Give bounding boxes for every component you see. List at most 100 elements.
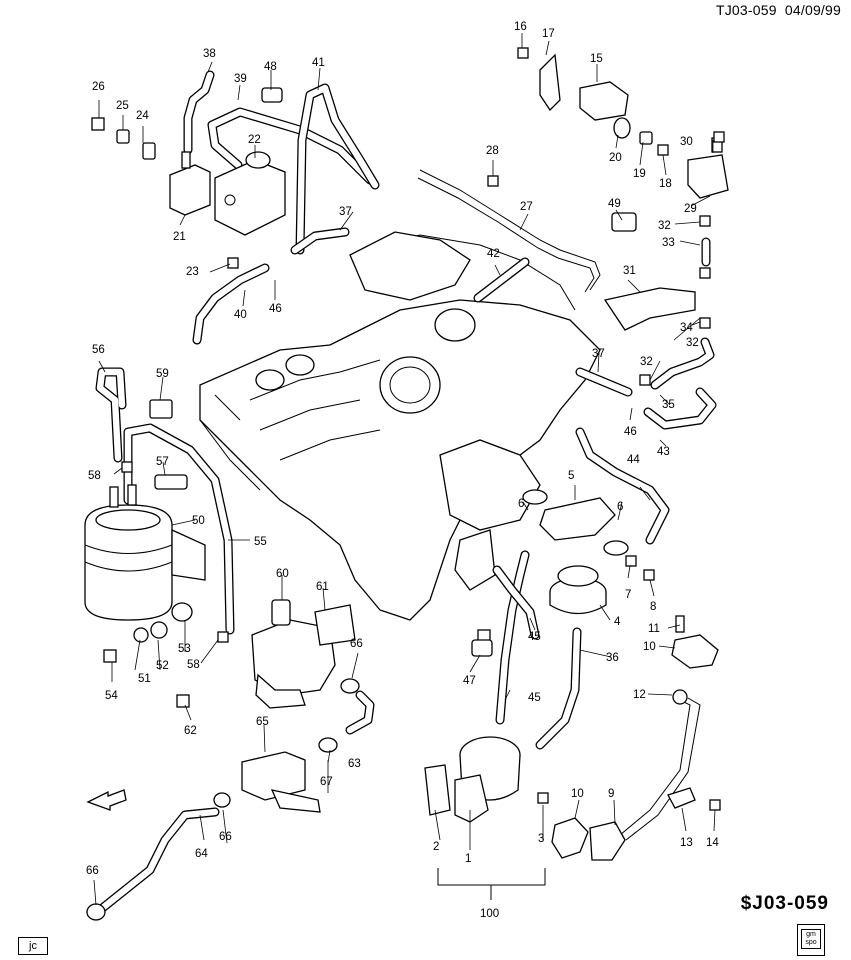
valve-65 xyxy=(241,751,321,813)
callout-58-upper: 58 xyxy=(88,470,101,482)
callout-43: 43 xyxy=(657,446,670,458)
diagram-code: TJ03-059 xyxy=(715,2,777,18)
callout-19: 19 xyxy=(633,168,646,180)
callout-11: 11 xyxy=(648,623,660,635)
callout-32-lower: 32 xyxy=(640,356,653,368)
hose-clamps xyxy=(86,87,637,921)
callout-46-right: 46 xyxy=(624,426,637,438)
callout-54: 54 xyxy=(105,690,118,702)
leader-lines xyxy=(93,33,716,906)
callout-100: 100 xyxy=(480,908,499,920)
callout-10-upper: 10 xyxy=(643,641,656,653)
bracket-22 xyxy=(214,151,286,236)
callout-51: 51 xyxy=(138,673,151,685)
callout-59: 59 xyxy=(156,368,169,380)
callout-21: 21 xyxy=(173,231,186,243)
callout-42: 42 xyxy=(487,248,500,260)
callout-35: 35 xyxy=(662,399,675,411)
callout-60: 60 xyxy=(276,568,289,580)
clamp-5 xyxy=(522,489,629,556)
callout-32-upper: 32 xyxy=(658,220,671,232)
clamp-13 xyxy=(667,787,696,809)
callout-46-left: 46 xyxy=(269,303,282,315)
logo-line-1: gm xyxy=(806,931,816,938)
egr-valve-1 xyxy=(424,736,521,823)
callout-labels: 1 2 3 4 5 6 6 7 8 9 10 10 11 12 13 14 15… xyxy=(86,21,719,920)
callout-66-middle: 66 xyxy=(219,831,232,843)
callout-61: 61 xyxy=(316,581,329,593)
callout-38: 38 xyxy=(203,48,216,60)
sensor-15 xyxy=(539,53,653,145)
callout-32-middle: 32 xyxy=(686,337,699,349)
logo-line-2: spo xyxy=(805,939,817,946)
callout-31: 31 xyxy=(623,265,636,277)
flange-9 xyxy=(589,821,626,861)
callout-9: 9 xyxy=(608,788,614,800)
callout-52: 52 xyxy=(156,660,169,672)
callout-40: 40 xyxy=(234,309,247,321)
callout-55: 55 xyxy=(254,536,267,548)
sensor-29 xyxy=(687,137,729,199)
callout-37-right: 37 xyxy=(592,348,605,360)
callout-63: 63 xyxy=(348,758,361,770)
gasket-10-lower xyxy=(551,817,589,859)
callout-57: 57 xyxy=(156,456,169,468)
callout-53: 53 xyxy=(178,643,191,655)
engine-intake-manifold xyxy=(199,231,601,621)
callout-48: 48 xyxy=(264,61,277,73)
callout-45-lower: 45 xyxy=(528,692,541,704)
diagram-date: 04/09/99 xyxy=(784,2,841,18)
callout-18: 18 xyxy=(659,178,672,190)
callout-37-upper: 37 xyxy=(339,206,352,218)
diagram-code-footer: $J03-059 xyxy=(740,893,829,914)
callout-64: 64 xyxy=(195,848,208,860)
callout-3: 3 xyxy=(538,833,544,845)
callout-10-lower: 10 xyxy=(571,788,584,800)
bracket-100 xyxy=(437,868,546,900)
vacuum-switching-valve-21 xyxy=(116,129,211,216)
hoses xyxy=(95,70,717,915)
diagram-header: TJ03-059 04/09/99 xyxy=(716,2,841,18)
callout-45-upper: 45 xyxy=(528,631,541,643)
callout-16: 16 xyxy=(514,21,527,33)
fasteners xyxy=(91,47,725,811)
callout-5: 5 xyxy=(568,470,574,482)
callout-6-left: 6 xyxy=(518,498,524,510)
callout-17: 17 xyxy=(542,28,555,40)
gm-spo-logo: gm spo xyxy=(797,924,825,956)
gasket-61 xyxy=(314,604,356,646)
callout-12: 12 xyxy=(633,689,646,701)
clamp-57 xyxy=(154,474,188,490)
callout-44: 44 xyxy=(627,454,640,466)
callout-22: 22 xyxy=(248,134,261,146)
clip-59 xyxy=(149,399,173,419)
fwd-label: FWD xyxy=(110,797,124,803)
callout-14: 14 xyxy=(706,837,719,849)
callout-50: 50 xyxy=(192,515,205,527)
callout-56: 56 xyxy=(92,344,105,356)
callout-39: 39 xyxy=(234,73,247,85)
callout-8: 8 xyxy=(650,601,656,613)
callout-67: 67 xyxy=(320,776,333,788)
callout-24: 24 xyxy=(136,110,149,122)
callout-4: 4 xyxy=(614,616,621,628)
callout-2: 2 xyxy=(433,841,439,853)
callout-20: 20 xyxy=(609,152,622,164)
callout-13: 13 xyxy=(680,837,693,849)
callout-34: 34 xyxy=(680,322,693,334)
callout-26: 26 xyxy=(92,81,105,93)
callout-65: 65 xyxy=(256,716,269,728)
callout-6-right: 6 xyxy=(617,501,623,513)
callout-23: 23 xyxy=(186,266,199,278)
gasket-10-upper xyxy=(671,634,719,669)
callout-62: 62 xyxy=(184,725,197,737)
pipes xyxy=(417,169,701,841)
callout-15: 15 xyxy=(590,53,603,65)
callout-30: 30 xyxy=(680,136,693,148)
nut-12 xyxy=(672,689,688,705)
bracket-31 xyxy=(603,287,696,331)
callout-33: 33 xyxy=(662,237,675,249)
canister-50 xyxy=(84,484,206,643)
callout-41: 41 xyxy=(312,57,325,69)
callout-36: 36 xyxy=(606,652,619,664)
